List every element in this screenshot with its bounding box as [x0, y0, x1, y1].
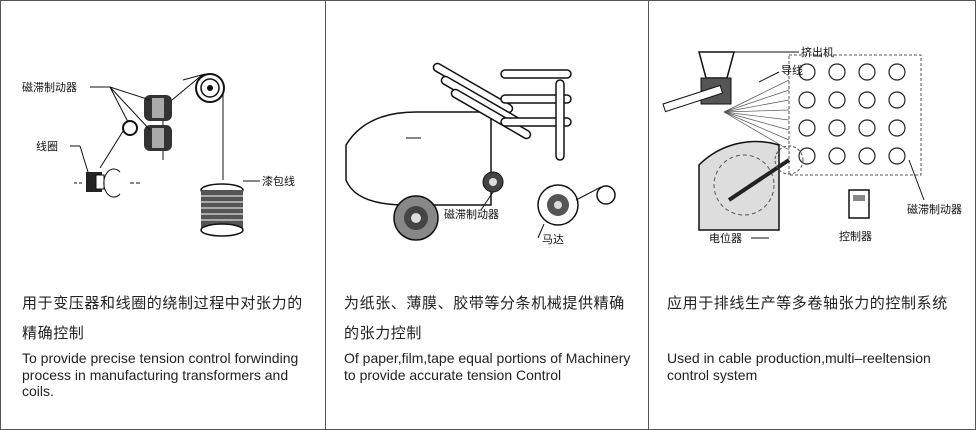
label-wire: 漆包线 — [262, 174, 295, 188]
label-extruder: 挤出机 — [801, 45, 834, 59]
description-cn: 用于变压器和线圈的绕制过程中对张力的精确控制 — [22, 294, 303, 342]
description-cn: 为纸张、薄膜、胶带等分条机械提供精确的张力控制 — [344, 294, 625, 342]
label-brake: 磁滞制动器 — [444, 208, 499, 221]
winding-illustration: 磁滞制动器 线圈 漆包线 — [22, 73, 295, 237]
cable-illustration: 挤出机 导线 磁滞制动器 电位器 控制器 — [662, 45, 962, 245]
description-en: Of paper,film,tape equal portions of Mac… — [344, 350, 631, 383]
slitting-illustration: 磁滞制动器 马达 — [345, 62, 616, 246]
label-motor: 马达 — [542, 233, 564, 246]
label-brake: 磁滞制动器 — [907, 203, 962, 216]
description-en: Used in cable production,multi–reeltensi… — [667, 350, 931, 383]
panel-transformer-winding: 磁滞制动器 线圈 漆包线 用于变压器和线圈的绕制过程中对张力的精确控制 To p… — [0, 0, 325, 430]
label-potentiometer: 电位器 — [709, 231, 742, 245]
label-coil: 线圈 — [36, 139, 58, 153]
panel-slitting-machine: 磁滞制动器 马达 为纸张、薄膜、胶带等分条机械提供精确的张力控制 Of pape… — [325, 0, 648, 430]
description-cn: 应用于排线生产等多卷轴张力的控制系统 — [667, 294, 948, 312]
label-brake: 磁滞制动器 — [22, 81, 77, 94]
label-guide: 导线 — [781, 63, 803, 77]
label-controller: 控制器 — [839, 229, 872, 243]
description-en: To provide precise tension control forwi… — [22, 350, 299, 399]
panel-cable-production: 挤出机 导线 磁滞制动器 电位器 控制器 应用于排线生产等多卷轴张力的控制系统 … — [648, 0, 976, 430]
